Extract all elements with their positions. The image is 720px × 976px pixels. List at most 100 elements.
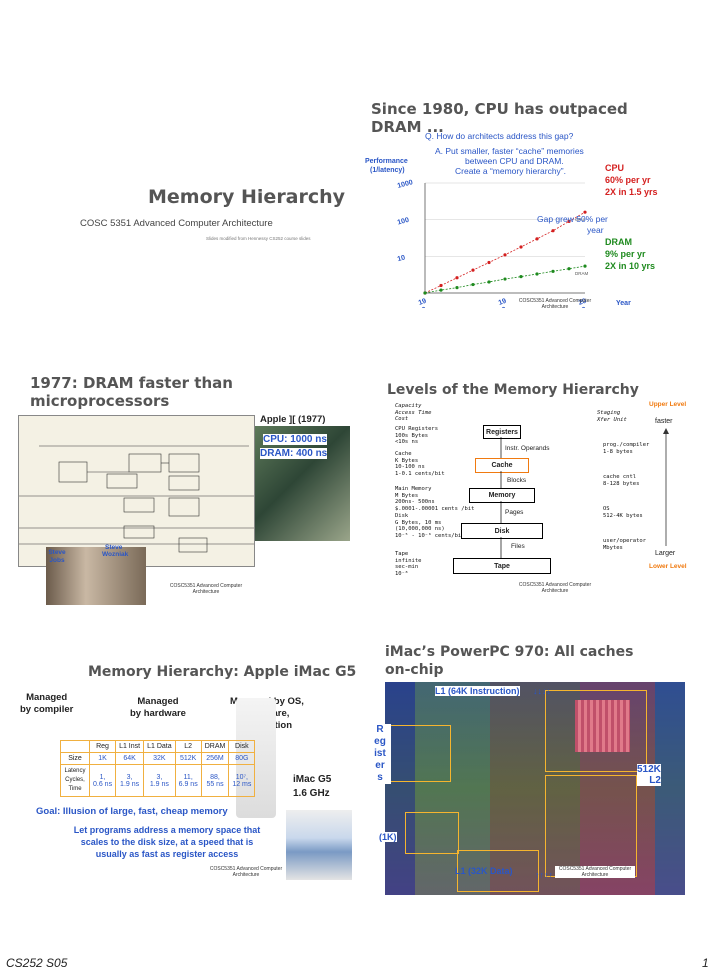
level-box-cache: Cache bbox=[475, 458, 529, 473]
table-cell: Reg bbox=[88, 740, 117, 753]
table-cell: 3,1.9 ns bbox=[143, 764, 176, 797]
body-line: usually as fast as register access bbox=[95, 849, 239, 859]
slide4-title: Levels of the Memory Hierarchy bbox=[387, 382, 639, 398]
slide3-dram-text: DRAM: 400 ns bbox=[260, 448, 328, 459]
level-cache-desc: Cache K Bytes 10-100 ns 1-0.1 cents/bit bbox=[395, 451, 445, 477]
table-cell: DRAM bbox=[200, 740, 230, 753]
schematic-lines bbox=[19, 445, 254, 553]
dram-data-point bbox=[535, 272, 539, 276]
unit-registers-line: 1-8 bytes bbox=[603, 448, 633, 455]
table-row: Reg L1 Inst L1 Data L2 DRAM Disk bbox=[60, 740, 256, 753]
x-tick-label: 19 bbox=[498, 298, 508, 307]
level-tape-desc: Tape infinite sec-min 10⁻⁸ bbox=[395, 551, 422, 577]
slide6-1k-label: (1K) bbox=[379, 832, 397, 842]
unit-memory: OS 512-4K bytes bbox=[603, 506, 643, 519]
dram-data-point bbox=[471, 282, 475, 287]
slide2-footer-line1: COSC5351 Advanced Computer bbox=[518, 298, 592, 304]
level-disk-desc-line: 10⁻⁵ - 10⁻⁶ cents/bit bbox=[395, 532, 465, 539]
cycles-value: 3, bbox=[156, 773, 163, 781]
level-memory-desc-line: Main Memory bbox=[395, 486, 432, 492]
level-memory-desc-line: M Bytes bbox=[395, 492, 419, 499]
page-footer-page-number: 1 bbox=[702, 956, 709, 970]
slide4-cap-line3: Cost bbox=[395, 416, 409, 422]
slide5-managed-hardware: Managed by hardware bbox=[130, 696, 186, 720]
slide4-footer-line2: Architecture bbox=[541, 588, 569, 594]
slide-imac-g5-hierarchy: Memory Hierarchy: Apple iMac G5 Managed … bbox=[18, 640, 358, 895]
slide6-title-line1: iMac’s PowerPC 970: All caches bbox=[385, 644, 634, 660]
xfer-pages: Pages bbox=[505, 509, 524, 516]
slide6-l2-label: 512K L2 bbox=[637, 764, 661, 786]
slide6-footer-line2: Architecture bbox=[581, 872, 609, 878]
slide6-registers-label: R eg ist er s bbox=[369, 724, 391, 784]
level-box-registers: Registers bbox=[483, 425, 521, 439]
slide3-footer-line1: COSC5351 Advanced Computer bbox=[169, 583, 243, 589]
body-line: Let programs address a memory space that bbox=[73, 825, 261, 835]
reg-letter: eg bbox=[374, 736, 386, 747]
level-disk-desc-line: (10,000,000 ns) bbox=[395, 526, 445, 532]
table-row: Size 1K 64K 32K 512K 256M 80G bbox=[60, 752, 256, 765]
unit-memory-line: OS bbox=[603, 506, 610, 512]
cpu-data-point bbox=[439, 283, 443, 288]
level-box-tape: Tape bbox=[453, 558, 551, 574]
unit-registers-line: prog./compiler bbox=[603, 442, 650, 448]
slide1-note: Slides modified from Hennessy CS252 cour… bbox=[206, 236, 311, 241]
slide2-answer-line2: between CPU and DRAM. bbox=[465, 156, 564, 166]
xfer-blocks: Blocks bbox=[507, 477, 527, 484]
table-cell: 11,6.9 ns bbox=[174, 764, 202, 797]
table-cell: Latency Cycles, Time bbox=[60, 764, 90, 797]
slide2-dram-label-line3: 2X in 10 yrs bbox=[605, 261, 656, 271]
slide-1977-dram: 1977: DRAM faster than microprocessors bbox=[18, 370, 358, 625]
level-box-disk: Disk bbox=[461, 523, 543, 539]
level-registers-desc-line: CPU Registers bbox=[395, 426, 439, 432]
cpu-data-point bbox=[503, 253, 507, 257]
chipbox-l1-data bbox=[457, 850, 539, 892]
table-cell: 80G bbox=[228, 752, 256, 765]
unit-registers: prog./compiler 1-8 bytes bbox=[603, 442, 649, 455]
slide4-faster: faster bbox=[655, 418, 673, 425]
page-footer-course: CS252 S05 bbox=[6, 956, 68, 970]
slide4-larger: Larger bbox=[655, 550, 676, 557]
chipbox-registers bbox=[389, 725, 451, 782]
level-tape-desc-line: sec-min bbox=[395, 564, 419, 570]
slide5-title: Memory Hierarchy: Apple iMac G5 bbox=[88, 664, 357, 680]
level-memory-desc-line: 200ns- 500ns bbox=[395, 499, 435, 505]
slide-powerpc-970: iMac’s PowerPC 970: All caches on-chip L… bbox=[365, 640, 705, 895]
slide6-l1i-label: L1 (64K Instruction) bbox=[435, 686, 520, 696]
slide2-gap-line1: Gap grew 50% per bbox=[537, 214, 608, 224]
slide4-cap-line2: Access Time bbox=[395, 409, 432, 416]
slide2-title-line2: DRAM ... bbox=[371, 118, 444, 136]
unit-disk-line: Mbytes bbox=[603, 544, 623, 551]
slide2-ylabel-line2: (1/latency) bbox=[370, 167, 405, 174]
table-cell: Disk bbox=[228, 740, 256, 753]
slide5-goal: Goal: Illusion of large, fast, cheap mem… bbox=[36, 806, 228, 817]
table-cell: 64K bbox=[115, 752, 145, 765]
cpu-data-point bbox=[535, 237, 539, 241]
slide1-subtitle: COSC 5351 Advanced Computer Architecture bbox=[80, 218, 273, 229]
unit-cache-line: 8-128 bytes bbox=[603, 480, 640, 487]
slide1-title: Memory Hierarchy bbox=[148, 186, 346, 208]
time-value: 6.9 ns bbox=[178, 780, 198, 788]
slide5-footer-line2: Architecture bbox=[232, 872, 260, 878]
level-disk-desc-line: G Bytes, 10 ms bbox=[395, 519, 442, 526]
managed-hardware-line: by hardware bbox=[130, 708, 186, 719]
x-tick-label: 90 bbox=[498, 306, 508, 308]
level-cache-desc-line: K Bytes bbox=[395, 457, 419, 464]
slide4-lower-level: Lower Level bbox=[649, 563, 687, 570]
x-tick-label: 80 bbox=[418, 306, 428, 308]
l2-line: 512K bbox=[637, 764, 661, 775]
slide6-l1i-arrows: ↓↓↓↓ bbox=[533, 686, 551, 696]
x-tick-label: 00 bbox=[578, 306, 588, 308]
cpu-data-point bbox=[519, 245, 523, 249]
slide3-footer: COSC5351 Advanced Computer Architecture bbox=[166, 583, 246, 595]
slide6-l1d-arrows: ↑↑↑↑ bbox=[535, 870, 553, 880]
cpu-series-line bbox=[424, 211, 586, 294]
table-row: Latency Cycles, Time 1,0.6 ns 3,1.9 ns 3… bbox=[60, 764, 256, 797]
level-memory-desc: Main Memory M Bytes 200ns- 500ns $.0001-… bbox=[395, 486, 474, 512]
slide2-answer-line1: A. Put smaller, faster “cache” memories bbox=[435, 146, 584, 156]
time-value: 12 ms bbox=[232, 780, 252, 788]
table-cell: Size bbox=[60, 752, 90, 765]
slide5-body: Let programs address a memory space that… bbox=[38, 824, 296, 860]
dram-data-point bbox=[583, 264, 587, 268]
level-disk-desc: Disk G Bytes, 10 ms (10,000,000 ns) 10⁻⁵… bbox=[395, 513, 465, 539]
slide2-ylabel-line1: Performance bbox=[365, 158, 408, 165]
